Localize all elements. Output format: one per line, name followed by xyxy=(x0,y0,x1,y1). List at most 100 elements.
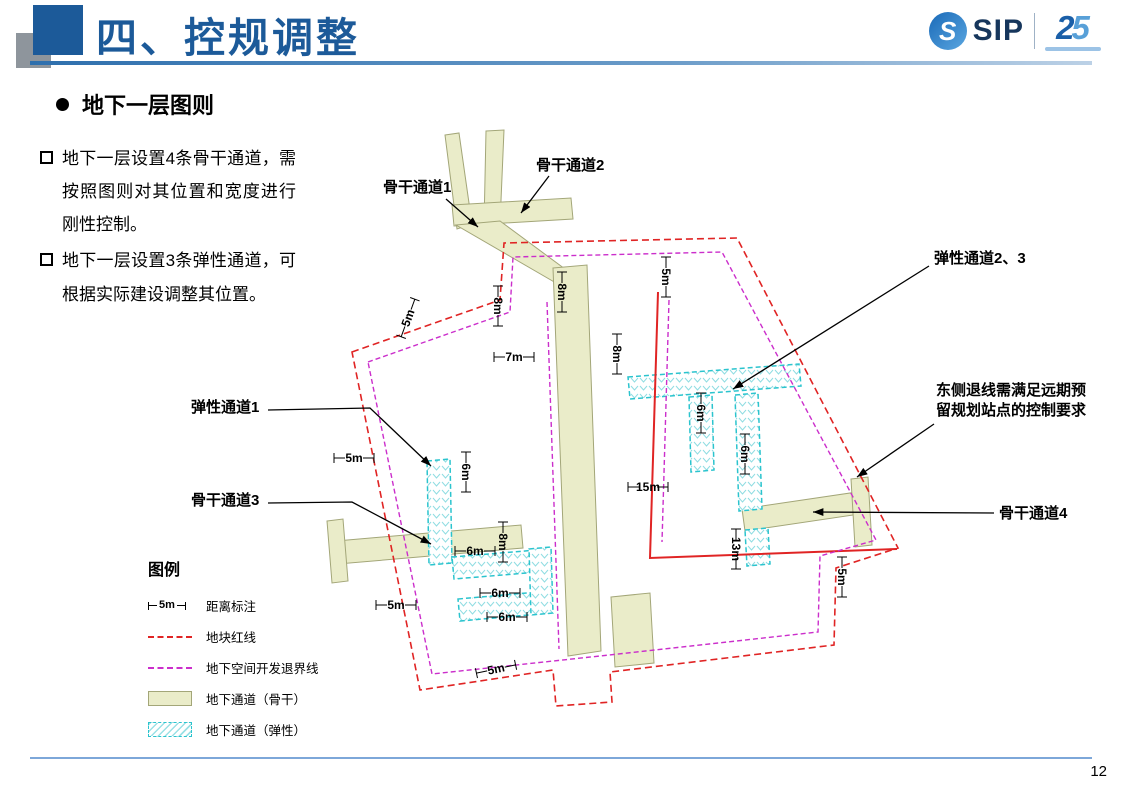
dimension-text: 5m xyxy=(835,568,849,585)
legend-item-red-line: 地块红线 xyxy=(148,627,319,646)
red-dashed-line-icon xyxy=(148,635,192,638)
dimension-label: 6m xyxy=(486,610,528,624)
trunk3-leader-line xyxy=(267,501,432,545)
legend-item-setback-line: 地下空间开发退界线 xyxy=(148,658,319,677)
dimension-text: 6m xyxy=(694,404,708,421)
legend-label: 地下通道（弹性） xyxy=(206,724,307,738)
setback-line-corridor-right xyxy=(661,299,670,543)
dimension-text: 6m xyxy=(491,586,508,600)
dimension-text: 6m xyxy=(459,463,473,480)
dimension-text: 5m xyxy=(486,660,506,677)
dimension-label: 8m xyxy=(491,285,505,327)
callout-leaders xyxy=(267,175,995,545)
dimension-label: 5m xyxy=(333,451,375,465)
dimension-text: 7m xyxy=(505,350,522,364)
note-text: 地下一层设置3条弹性通道，可根据实际建设调整其位置。 xyxy=(62,251,296,304)
dimension-label: 6m xyxy=(738,433,752,475)
trunk2-callout-label: 骨干通道2 xyxy=(536,156,604,174)
trunk-junction-bar xyxy=(451,197,574,227)
flex23-leader-line xyxy=(732,265,930,390)
sip-logo-icon: S xyxy=(928,12,967,50)
legend: 图例 5m 距离标注 地块红线 地下空间开发退界线 地下通道（骨干） 地下通道（… xyxy=(148,556,319,751)
decor-blue-square xyxy=(33,5,83,55)
legend-item-flex-passage: 地下通道（弹性） xyxy=(148,720,319,739)
square-bullet-icon xyxy=(40,151,53,164)
trunk-passage-3-endcap xyxy=(326,518,349,584)
dimension-label: 8m xyxy=(496,521,510,563)
dimension-label: 15m xyxy=(627,480,669,494)
notes-block: 地下一层设置4条骨干通道，需按照图则对其位置和宽度进行刚性控制。 地下一层设置3… xyxy=(40,142,296,314)
flex-passage-right-vertical-c xyxy=(744,527,771,567)
flex-passage-left-upper xyxy=(451,548,552,580)
legend-label: 距离标注 xyxy=(206,600,257,614)
dimension-text: 8m xyxy=(610,345,624,362)
anniversary-tagline-bar xyxy=(1045,47,1101,51)
central-trunk-corridor xyxy=(552,264,602,657)
dimension-label: 8m xyxy=(610,333,624,375)
trunk1-leader-line xyxy=(445,198,479,228)
dimension-label: 6m xyxy=(479,586,521,600)
dimension-text: 6m xyxy=(466,544,483,558)
dimension-text: 5m xyxy=(659,268,673,285)
east-note-leader-line xyxy=(856,423,935,478)
dimension-text: 13m xyxy=(729,537,743,561)
east-setback-note: 东侧退线需满足远期预留规划站点的控制要求 xyxy=(936,382,1087,419)
header-divider xyxy=(30,61,1092,65)
flex-passage-1-shape xyxy=(426,458,453,566)
flex1-callout-label: 弹性通道1 xyxy=(191,398,259,416)
dimension-text: 6m xyxy=(498,610,515,624)
page-number: 12 xyxy=(1090,763,1107,780)
flex-passage-right-vertical-b xyxy=(734,392,763,512)
legend-item-trunk-passage: 地下通道（骨干） xyxy=(148,689,319,708)
trunk3-callout-label: 骨干通道3 xyxy=(191,491,259,509)
dimension-label: 5m xyxy=(396,297,420,339)
plot-red-line xyxy=(351,237,900,707)
underground-plan-diagram: 骨干通道1 骨干通道2 弹性通道2、3 弹性通道1 骨干通道3 骨干通道4 8m… xyxy=(191,129,1068,707)
distance-sample-text: 5m xyxy=(159,599,175,611)
anniversary-digit-5: 5 xyxy=(1071,9,1090,46)
section-heading: 地下一层图则 xyxy=(56,88,214,120)
legend-label: 地下空间开发退界线 xyxy=(206,662,319,676)
legend-label: 地下通道（骨干） xyxy=(206,693,307,707)
section-title: 地下一层图则 xyxy=(82,93,215,118)
dimension-text: 5m xyxy=(387,598,404,612)
plot-red-line-solid-segment xyxy=(648,291,898,560)
dimension-label: 6m xyxy=(459,451,473,493)
trunk4-leader-line xyxy=(812,508,995,516)
note-item: 地下一层设置4条骨干通道，需按照图则对其位置和宽度进行刚性控制。 xyxy=(40,142,296,241)
note-item: 地下一层设置3条弹性通道，可根据实际建设调整其位置。 xyxy=(40,244,296,310)
bottom-trunk-stub xyxy=(610,592,655,668)
setback-line-corridor-left xyxy=(546,301,560,650)
dimension-label: 7m xyxy=(493,350,535,364)
dimension-label: 5m xyxy=(835,556,849,598)
trunk1-callout-label: 骨干通道1 xyxy=(383,178,451,196)
anniversary-logo: 25 xyxy=(1045,11,1101,51)
trunk-junction-connector xyxy=(454,220,566,284)
page-title: 四、控规调整 xyxy=(96,15,360,61)
flex23-callout-label: 弹性通道2、3 xyxy=(934,249,1026,267)
flex-passage-swatch-icon xyxy=(148,722,192,737)
footer-divider xyxy=(30,757,1092,759)
dimension-label: 5m xyxy=(375,598,417,612)
bullet-dot-icon xyxy=(56,97,69,111)
magenta-dashed-line-icon xyxy=(148,666,192,669)
flex-passage-left-connector xyxy=(528,546,554,616)
square-bullet-icon xyxy=(40,253,53,267)
dimension-label: 5m xyxy=(474,659,518,679)
distance-sample-icon: 5m xyxy=(148,600,206,611)
trunk-passage-swatch-icon xyxy=(148,691,192,706)
logo-divider xyxy=(1034,13,1035,49)
dimension-label: 13m xyxy=(729,528,743,570)
sip-logo-text: SIP xyxy=(972,14,1024,47)
dimension-text: 8m xyxy=(555,283,569,300)
sip-logo: S SIP 25 xyxy=(928,11,1101,51)
dimension-text: 6m xyxy=(738,445,752,462)
trunk4-callout-label: 骨干通道4 xyxy=(999,504,1068,522)
dimension-label: 6m xyxy=(454,544,496,558)
legend-item-distance: 5m 距离标注 xyxy=(148,596,319,615)
flex1-leader-line xyxy=(267,407,432,467)
trunk2-leader-line xyxy=(520,175,550,214)
dimension-label: 5m xyxy=(659,256,673,298)
dimension-label: 8m xyxy=(555,271,569,313)
